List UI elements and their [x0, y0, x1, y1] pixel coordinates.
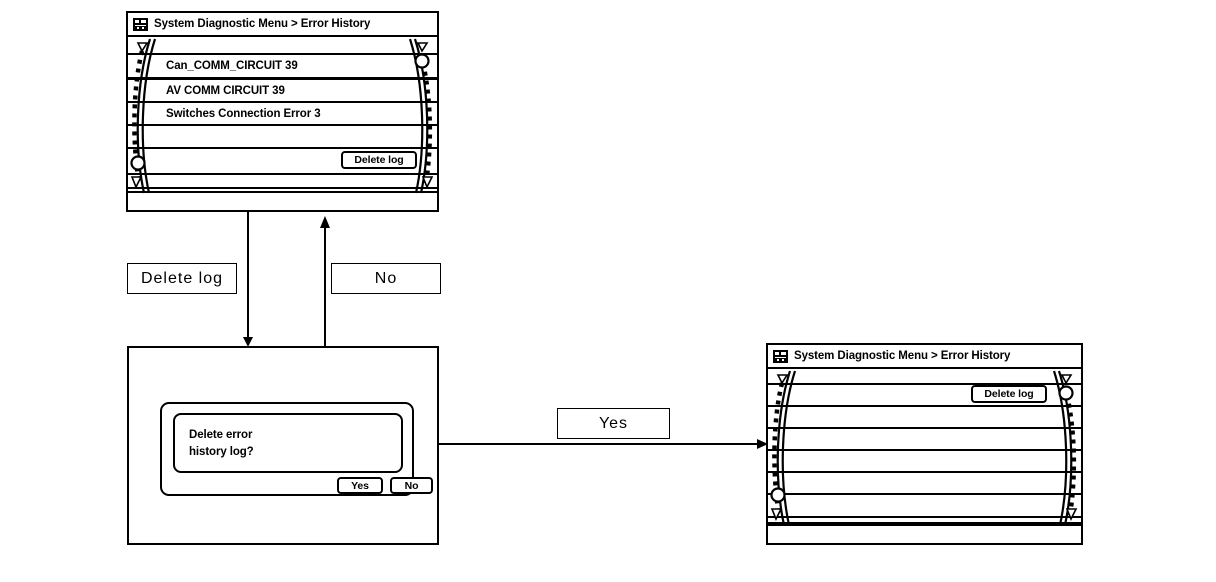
panel-title: System Diagnostic Menu > Error History: [154, 18, 371, 30]
list-row-divider-bottom: [768, 518, 1081, 526]
confirm-dialog: Delete error history log? Yes No: [160, 402, 433, 496]
list-item[interactable]: [768, 473, 1081, 495]
list-row-divider-top: [128, 37, 437, 55]
list-item-label: AV COMM CIRCUIT 39: [166, 84, 285, 97]
delete-log-button[interactable]: Delete log: [971, 385, 1047, 403]
panel-footer-strip: [768, 522, 1081, 543]
display-module-icon: [133, 17, 148, 31]
arrow-no-head: [320, 216, 330, 228]
arrow-delete-log-head: [243, 337, 253, 347]
transition-label-no: No: [331, 263, 441, 294]
error-list-full: Can_COMM_CIRCUIT 39 AV COMM CIRCUIT 39 S…: [128, 37, 437, 210]
list-item[interactable]: [768, 495, 1081, 518]
panel-error-history-empty: System Diagnostic Menu > Error History: [766, 343, 1083, 545]
list-item[interactable]: [768, 407, 1081, 429]
list-item[interactable]: [768, 429, 1081, 451]
list-item[interactable]: [768, 451, 1081, 473]
transition-label-yes: Yes: [557, 408, 670, 439]
dialog-message-line-2: history log?: [189, 446, 254, 458]
titlebar-error-history-full: System Diagnostic Menu > Error History: [128, 13, 437, 37]
list-item-label: Can_COMM_CIRCUIT 39: [166, 60, 298, 72]
list-item[interactable]: Switches Connection Error 3: [128, 103, 437, 126]
list-row-divider-bottom: [128, 175, 437, 193]
dialog-message-area: Delete error history log?: [173, 413, 403, 473]
delete-log-button[interactable]: Delete log: [341, 151, 417, 169]
list-item[interactable]: Can_COMM_CIRCUIT 39: [128, 55, 437, 80]
dialog-message-line-1: Delete error: [189, 429, 253, 441]
transition-label-delete-log: Delete log: [127, 263, 237, 294]
titlebar-error-history-empty: System Diagnostic Menu > Error History: [768, 345, 1081, 369]
list-row-divider-top: [768, 369, 1081, 385]
display-module-icon: [773, 349, 788, 363]
error-list-empty: [768, 369, 1081, 543]
list-item[interactable]: [128, 149, 437, 175]
panel-footer-strip: [128, 187, 437, 210]
arrow-yes-head: [757, 439, 768, 449]
list-item[interactable]: [128, 126, 437, 149]
panel-title: System Diagnostic Menu > Error History: [794, 350, 1011, 362]
list-item[interactable]: AV COMM CIRCUIT 39: [128, 80, 437, 103]
dialog-no-button[interactable]: No: [390, 477, 433, 494]
list-item-label: Switches Connection Error 3: [166, 107, 321, 120]
dialog-yes-button[interactable]: Yes: [337, 477, 383, 494]
list-item[interactable]: [768, 385, 1081, 407]
panel-confirm-dialog-frame: Delete error history log? Yes No: [127, 346, 439, 545]
